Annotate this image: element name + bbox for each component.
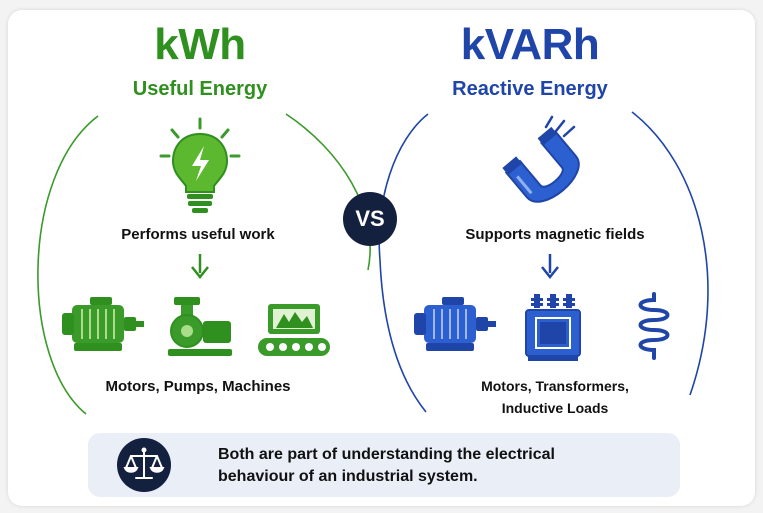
- right-examples-line2: Inductive Loads: [501, 400, 609, 416]
- summary-banner: [88, 433, 680, 497]
- right-description: Supports magnetic fields: [465, 226, 645, 243]
- right-title: kVARh: [460, 20, 600, 69]
- right-subtitle: Reactive Energy: [452, 78, 608, 100]
- left-description: Performs useful work: [121, 226, 275, 243]
- magnet-icon: [502, 115, 580, 203]
- inductor-coil-icon: [638, 292, 670, 360]
- motor-icon: [62, 297, 144, 351]
- right-down-arrow-icon: [541, 254, 559, 279]
- banner-line1: Both are part of understanding the elect…: [218, 446, 555, 463]
- right-examples-line1: Motors, Transformers,: [481, 378, 629, 394]
- left-title: kWh: [154, 20, 246, 69]
- balance-scale-icon: [123, 447, 165, 479]
- pump-icon: [168, 297, 232, 356]
- banner-text: Both are part of understanding the elect…: [218, 444, 658, 488]
- left-down-arrow-icon: [191, 254, 209, 279]
- vs-badge: VS: [343, 192, 397, 246]
- transformer-icon: [525, 294, 581, 361]
- left-examples: Motors, Pumps, Machines: [105, 378, 291, 395]
- motor-icon: [414, 297, 496, 351]
- scale-badge: [117, 438, 171, 492]
- conveyor-machine-icon: [258, 304, 330, 356]
- banner-line2: behaviour of an industrial system.: [218, 468, 478, 485]
- lightbulb-icon: [159, 117, 241, 213]
- left-subtitle: Useful Energy: [132, 78, 268, 100]
